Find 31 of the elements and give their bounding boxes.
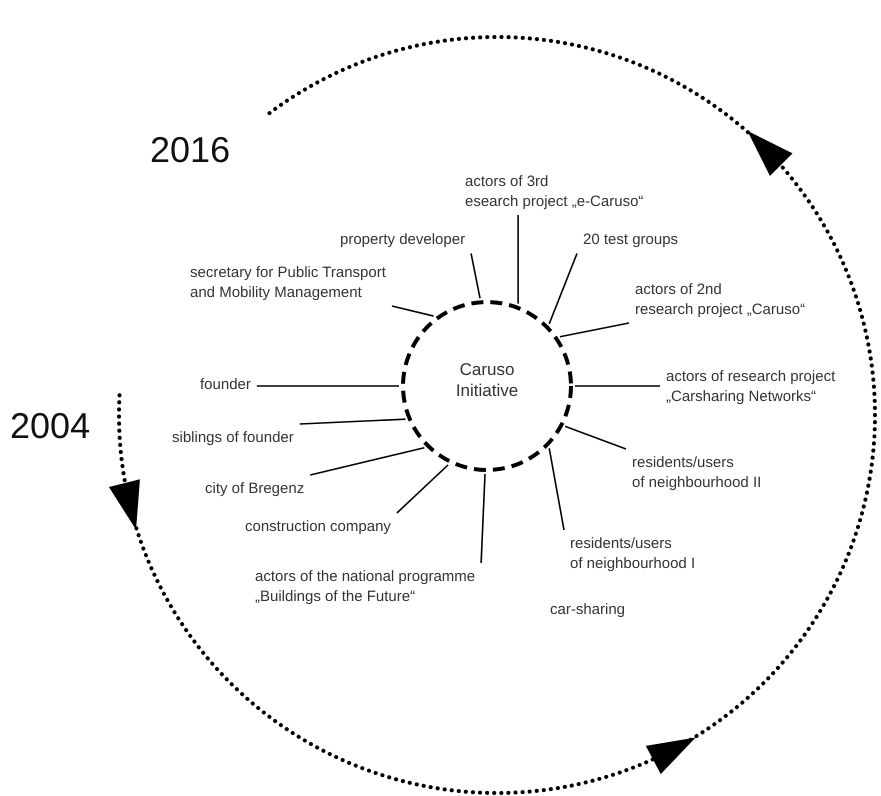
actor-label: secretary for Public Transport and Mobility Management bbox=[190, 263, 386, 302]
actor-label: actors of the national programme „Buildings of the Future“ bbox=[255, 567, 476, 606]
leader-line bbox=[517, 215, 519, 304]
actor-label: founder bbox=[200, 375, 251, 394]
leader-line bbox=[256, 385, 399, 387]
actor-label: actors of 2nd research project „Caruso“ bbox=[635, 280, 806, 319]
leader-line bbox=[560, 322, 630, 338]
leader-line bbox=[548, 253, 578, 324]
actor-label: actors of 3rd esearch project „e-Caruso“ bbox=[465, 172, 644, 211]
leader-line bbox=[470, 253, 481, 298]
leader-line bbox=[300, 418, 406, 425]
leader-line bbox=[310, 446, 424, 476]
actor-label: construction company bbox=[245, 517, 391, 536]
actor-label: 20 test groups bbox=[583, 230, 678, 250]
year-label: 2004 bbox=[10, 408, 90, 444]
actor-label: siblings of founder bbox=[172, 428, 294, 448]
text-label: car-sharing bbox=[550, 600, 626, 620]
actor-label: actors of research project „Carsharing Networks“ bbox=[666, 367, 836, 406]
node-label: Caruso Initiative bbox=[454, 359, 520, 402]
actor-label: city of Bregenz bbox=[205, 479, 304, 498]
leader-line bbox=[480, 474, 486, 564]
year-label: 2016 bbox=[150, 132, 230, 168]
actor-label: residents/users of neighbourhood II bbox=[632, 453, 762, 492]
leader-line bbox=[575, 385, 660, 387]
dashed-circle bbox=[400, 299, 574, 473]
leader-line bbox=[396, 464, 449, 514]
actor-label: residents/users of neighbourhood I bbox=[570, 534, 696, 573]
leader-line bbox=[392, 305, 434, 317]
actor-label: property developer bbox=[340, 230, 466, 250]
leader-line bbox=[564, 426, 626, 450]
leader-line bbox=[548, 448, 565, 530]
